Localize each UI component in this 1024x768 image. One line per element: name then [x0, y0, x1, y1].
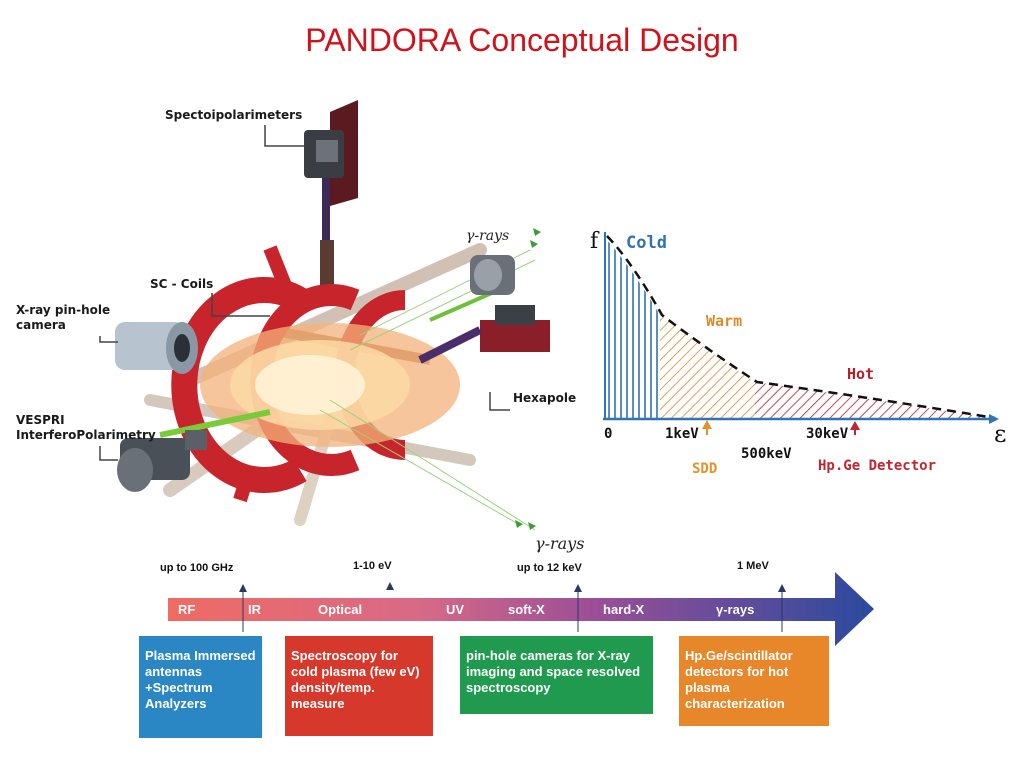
callout-xray-camera: X-ray pin-hole camera [16, 303, 111, 332]
callout-hexapole: Hexapole [513, 391, 577, 405]
gamma-arrows-bottom [515, 520, 536, 530]
tick-label-kev: up to 12 keV [517, 562, 582, 574]
xray-camera [115, 322, 198, 374]
hot-label: Hot [847, 365, 875, 383]
cold-label: Cold [626, 233, 667, 253]
spectrum-arrow [168, 572, 874, 646]
band-soft-x: soft-X [508, 602, 545, 617]
gamma-rays-label-top: γ-rays [466, 228, 510, 244]
band-hard-x: hard-X [603, 602, 645, 617]
callout-spectropolarimeters: Spectoipolarimeters [165, 108, 303, 122]
distribution-graph [603, 232, 999, 435]
diagnostic-box-hpge-detectors: Hp.Ge/scintillator detectors for hot pla… [679, 636, 829, 726]
tick-label-ev: 1-10 eV [353, 560, 392, 572]
sdd-label: SDD [692, 461, 718, 477]
spectropolarimeter-device [304, 100, 358, 295]
hpge-detector-label: Hp.Ge Detector [818, 458, 937, 474]
tick-label-ghz: up to 100 GHz [160, 562, 234, 574]
kev500-label: 500keV [741, 446, 792, 462]
band-gamma-rays: γ-rays [716, 602, 755, 617]
device-illustration [99, 100, 550, 531]
hexapole-device [418, 255, 550, 364]
callout-lines [99, 125, 510, 461]
zero-label: 0 [604, 426, 613, 442]
f-axis-label: f [590, 229, 599, 254]
vespri-device [117, 430, 207, 492]
page-title: PANDORA Conceptual Design [305, 22, 739, 58]
plasma-chamber [200, 323, 460, 447]
epsilon-axis-label: ε [994, 420, 1007, 448]
diagnostic-box-antennas: Plasma Immersed antennas +Spectrum Analy… [139, 636, 262, 738]
tick-label-mev: 1 MeV [737, 560, 769, 572]
gamma-arrows-top [530, 228, 541, 248]
diagnostic-box-spectroscopy: Spectroscopy for cold plasma (few eV) de… [285, 636, 433, 736]
gamma-rays-label-bottom: γ-rays [535, 534, 585, 553]
band-optical: Optical [318, 602, 363, 617]
band-rf: RF [178, 602, 196, 617]
callout-sc-coils: SC - Coils [150, 277, 214, 291]
band-ir: IR [248, 602, 261, 617]
kev1-label: 1keV [665, 426, 699, 442]
kev30-label: 30keV [806, 426, 849, 442]
warm-label: Warm [706, 312, 743, 330]
band-uv: UV [446, 602, 465, 617]
callout-vespri: VESPRI InterferoPolarimetry [16, 413, 156, 442]
diagnostic-box-pinhole-cameras: pin-hole cameras for X-ray imaging and s… [460, 636, 653, 714]
